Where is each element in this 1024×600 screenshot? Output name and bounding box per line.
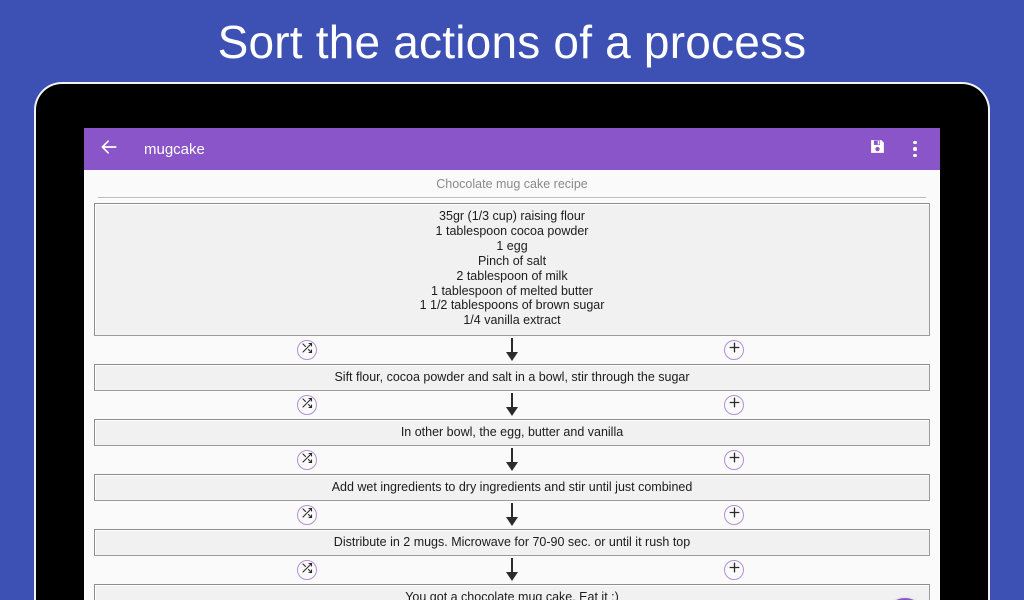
add-step-button[interactable]	[724, 340, 745, 361]
ingredient-item: 35gr (1/3 cup) raising flour	[439, 209, 585, 223]
arrow-left-icon	[99, 137, 119, 162]
edit-fab-button[interactable]	[884, 598, 926, 600]
ingredient-item: 1 1/2 tablespoons of brown sugar	[419, 298, 605, 313]
shuffle-step-button[interactable]	[297, 450, 318, 471]
arrow-down-icon	[505, 503, 519, 532]
plus-icon	[728, 451, 741, 469]
step-box[interactable]: In other bowl, the egg, butter and vanil…	[94, 419, 930, 447]
shuffle-step-button[interactable]	[297, 560, 318, 581]
shuffle-step-button[interactable]	[297, 395, 318, 416]
back-button[interactable]	[96, 136, 122, 162]
arrow-down-icon	[505, 558, 519, 587]
arrow-down-icon	[505, 448, 519, 477]
add-step-button[interactable]	[724, 505, 745, 526]
ingredient-item: 1 tablespoon cocoa powder	[435, 223, 589, 238]
add-step-button[interactable]	[724, 560, 745, 581]
arrow-down-icon	[505, 338, 519, 367]
app-screen: mugcake	[84, 128, 940, 600]
more-vertical-icon	[913, 140, 917, 158]
process-content: Chocolate mug cake recipe 35gr (1/3 cup)…	[84, 170, 940, 600]
shuffle-step-button[interactable]	[297, 505, 318, 526]
save-icon	[869, 138, 886, 160]
promo-banner-title: Sort the actions of a process	[217, 16, 807, 68]
overflow-menu-button[interactable]	[904, 138, 926, 160]
shuffle-icon	[301, 506, 313, 524]
shuffle-step-button[interactable]	[297, 340, 318, 361]
shuffle-icon	[301, 561, 313, 579]
app-bar: mugcake	[84, 128, 940, 170]
ingredient-item: 1 egg	[496, 238, 528, 253]
ingredient-item: 2 tablespoon of milk	[456, 268, 568, 283]
step-connector	[94, 391, 930, 419]
step-connector	[94, 446, 930, 474]
ingredient-item: Pinch of salt	[477, 253, 547, 268]
step-box[interactable]: You got a chocolate mug cake. Eat it :)	[94, 584, 930, 600]
shuffle-icon	[301, 451, 313, 469]
plus-icon	[728, 341, 741, 359]
tablet-device-frame: mugcake	[36, 84, 988, 600]
arrow-down-icon	[505, 393, 519, 422]
step-box[interactable]: Distribute in 2 mugs. Microwave for 70-9…	[94, 529, 930, 557]
title-divider	[98, 197, 926, 199]
app-bar-actions	[866, 138, 926, 160]
step-box[interactable]: Sift flour, cocoa powder and salt in a b…	[94, 364, 930, 392]
step-connector	[94, 556, 930, 584]
step-box[interactable]: Add wet ingredients to dry ingredients a…	[94, 474, 930, 502]
app-bar-title: mugcake	[144, 140, 205, 158]
shuffle-icon	[301, 396, 313, 414]
save-button[interactable]	[866, 138, 888, 160]
promo-banner: Sort the actions of a process	[0, 0, 1024, 84]
add-step-button[interactable]	[724, 395, 745, 416]
recipe-title: Chocolate mug cake recipe	[436, 177, 588, 191]
step-connector	[94, 501, 930, 529]
plus-icon	[728, 396, 741, 414]
plus-icon	[728, 561, 741, 579]
plus-icon	[728, 506, 741, 524]
shuffle-icon	[301, 341, 313, 359]
ingredient-item: 1/4 vanilla extract	[463, 313, 561, 328]
step-connector	[94, 336, 930, 364]
ingredient-item: 1 tablespoon of melted butter	[431, 283, 593, 298]
ingredients-box[interactable]: 35gr (1/3 cup) raising flour 1 tablespoo…	[94, 203, 930, 337]
add-step-button[interactable]	[724, 450, 745, 471]
